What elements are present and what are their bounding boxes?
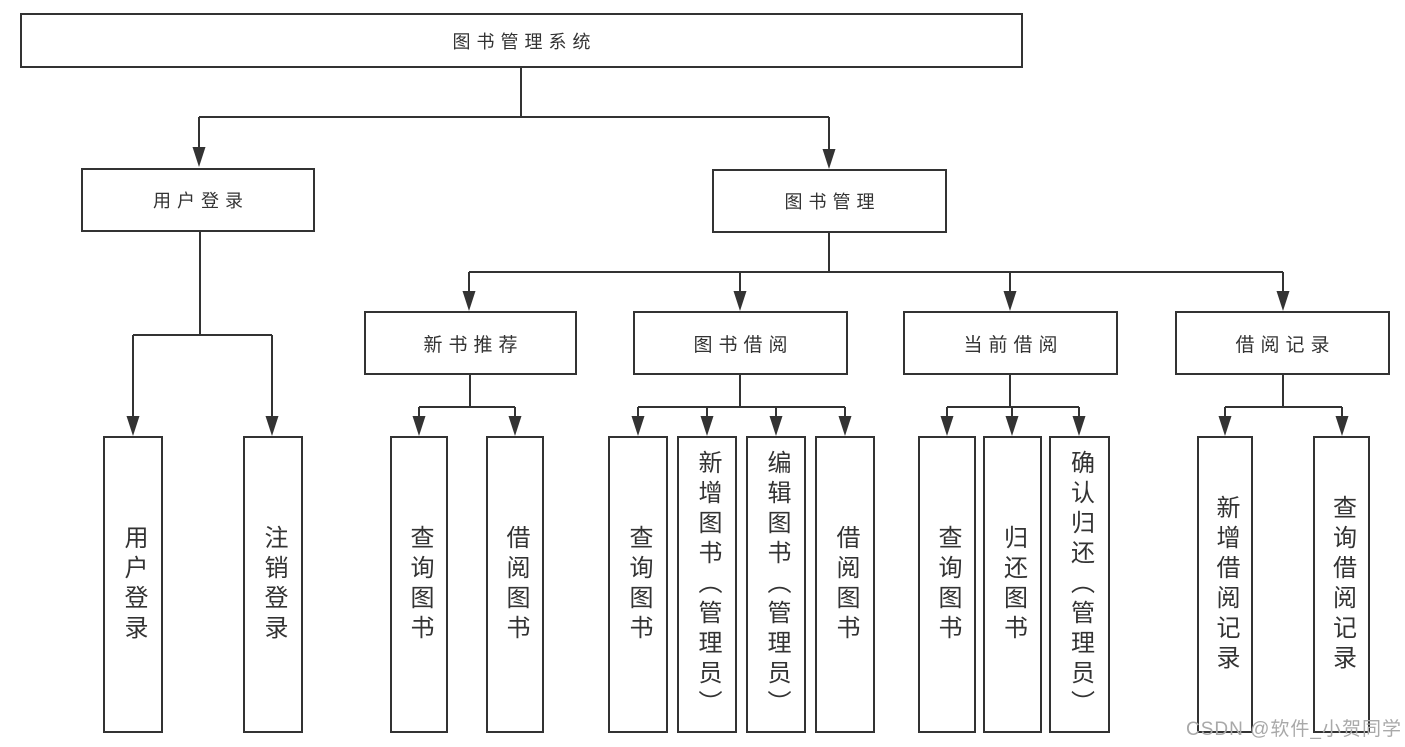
leaf-add-books-admin: 新增图书（管理员） — [677, 436, 737, 733]
leaf-borrow-books-borrowing: 借阅图书 — [815, 436, 875, 733]
leaf-query-borrow-record: 查询借阅记录 — [1313, 436, 1370, 733]
leaf-query-books-borrowing: 查询图书 — [608, 436, 668, 733]
node-book-management-branch: 图书管理 — [712, 169, 947, 233]
leaf-query-books-current: 查询图书 — [918, 436, 976, 733]
leaf-return-books: 归还图书 — [983, 436, 1042, 733]
csdn-watermark: CSDN @软件_小贺同学 — [1186, 719, 1402, 740]
node-current-borrowing: 当前借阅 — [903, 311, 1118, 375]
leaf-confirm-return-admin: 确认归还（管理员） — [1049, 436, 1110, 733]
node-library-management-system: 图书管理系统 — [20, 13, 1023, 68]
leaf-logout: 注销登录 — [243, 436, 303, 733]
leaf-borrow-books-recommend: 借阅图书 — [486, 436, 544, 733]
node-borrowing-records: 借阅记录 — [1175, 311, 1390, 375]
leaf-query-books-recommend: 查询图书 — [390, 436, 448, 733]
leaf-add-borrow-record: 新增借阅记录 — [1197, 436, 1253, 733]
node-user-login-branch: 用户登录 — [81, 168, 315, 232]
node-book-borrowing: 图书借阅 — [633, 311, 848, 375]
leaf-user-login: 用户登录 — [103, 436, 163, 733]
leaf-edit-books-admin: 编辑图书（管理员） — [746, 436, 806, 733]
node-new-book-recommendation: 新书推荐 — [364, 311, 577, 375]
